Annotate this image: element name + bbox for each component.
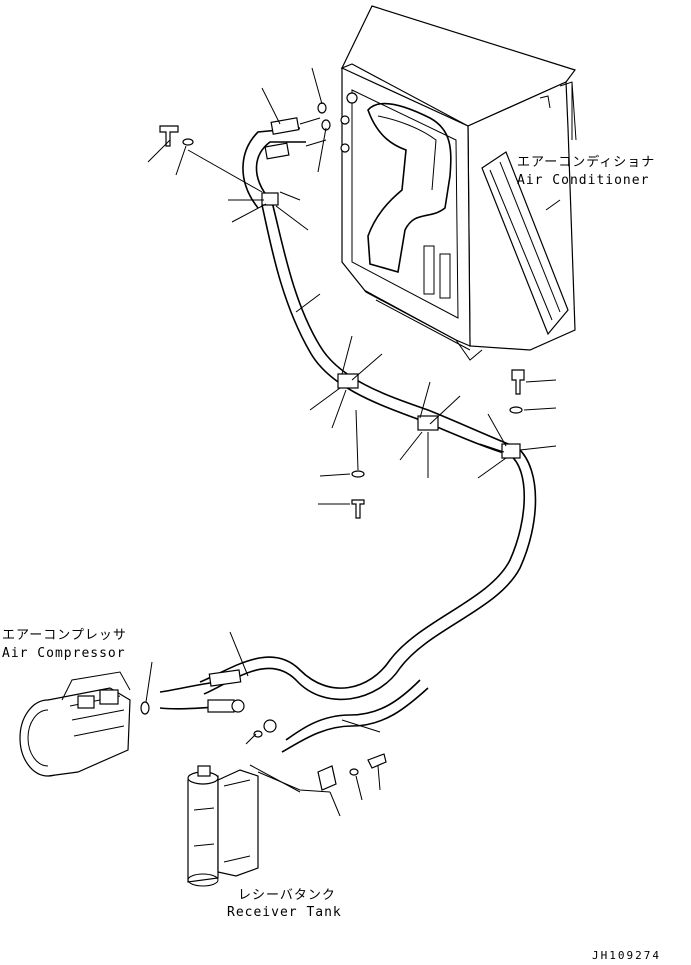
air-compressor <box>19 671 131 777</box>
air-conditioner-unit <box>340 5 577 361</box>
refrigerant-hose-main <box>159 117 537 753</box>
air-conditioner-label-jp: エアーコンディショナ <box>517 155 656 170</box>
receiver-tank-label-en: Receiver Tank <box>227 905 342 920</box>
drawing-code: JH109274 <box>592 949 661 962</box>
receiver-tank <box>187 765 337 887</box>
air-compressor-label-en: Air Compressor <box>2 646 126 661</box>
receiver-tank-label-jp: レシーバタンク <box>238 888 336 903</box>
air-compressor-label-jp: エアーコンプレッサ <box>2 628 127 643</box>
air-conditioner-label-en: Air Conditioner <box>517 173 650 188</box>
leader-lines <box>145 67 573 817</box>
fasteners <box>140 102 525 776</box>
